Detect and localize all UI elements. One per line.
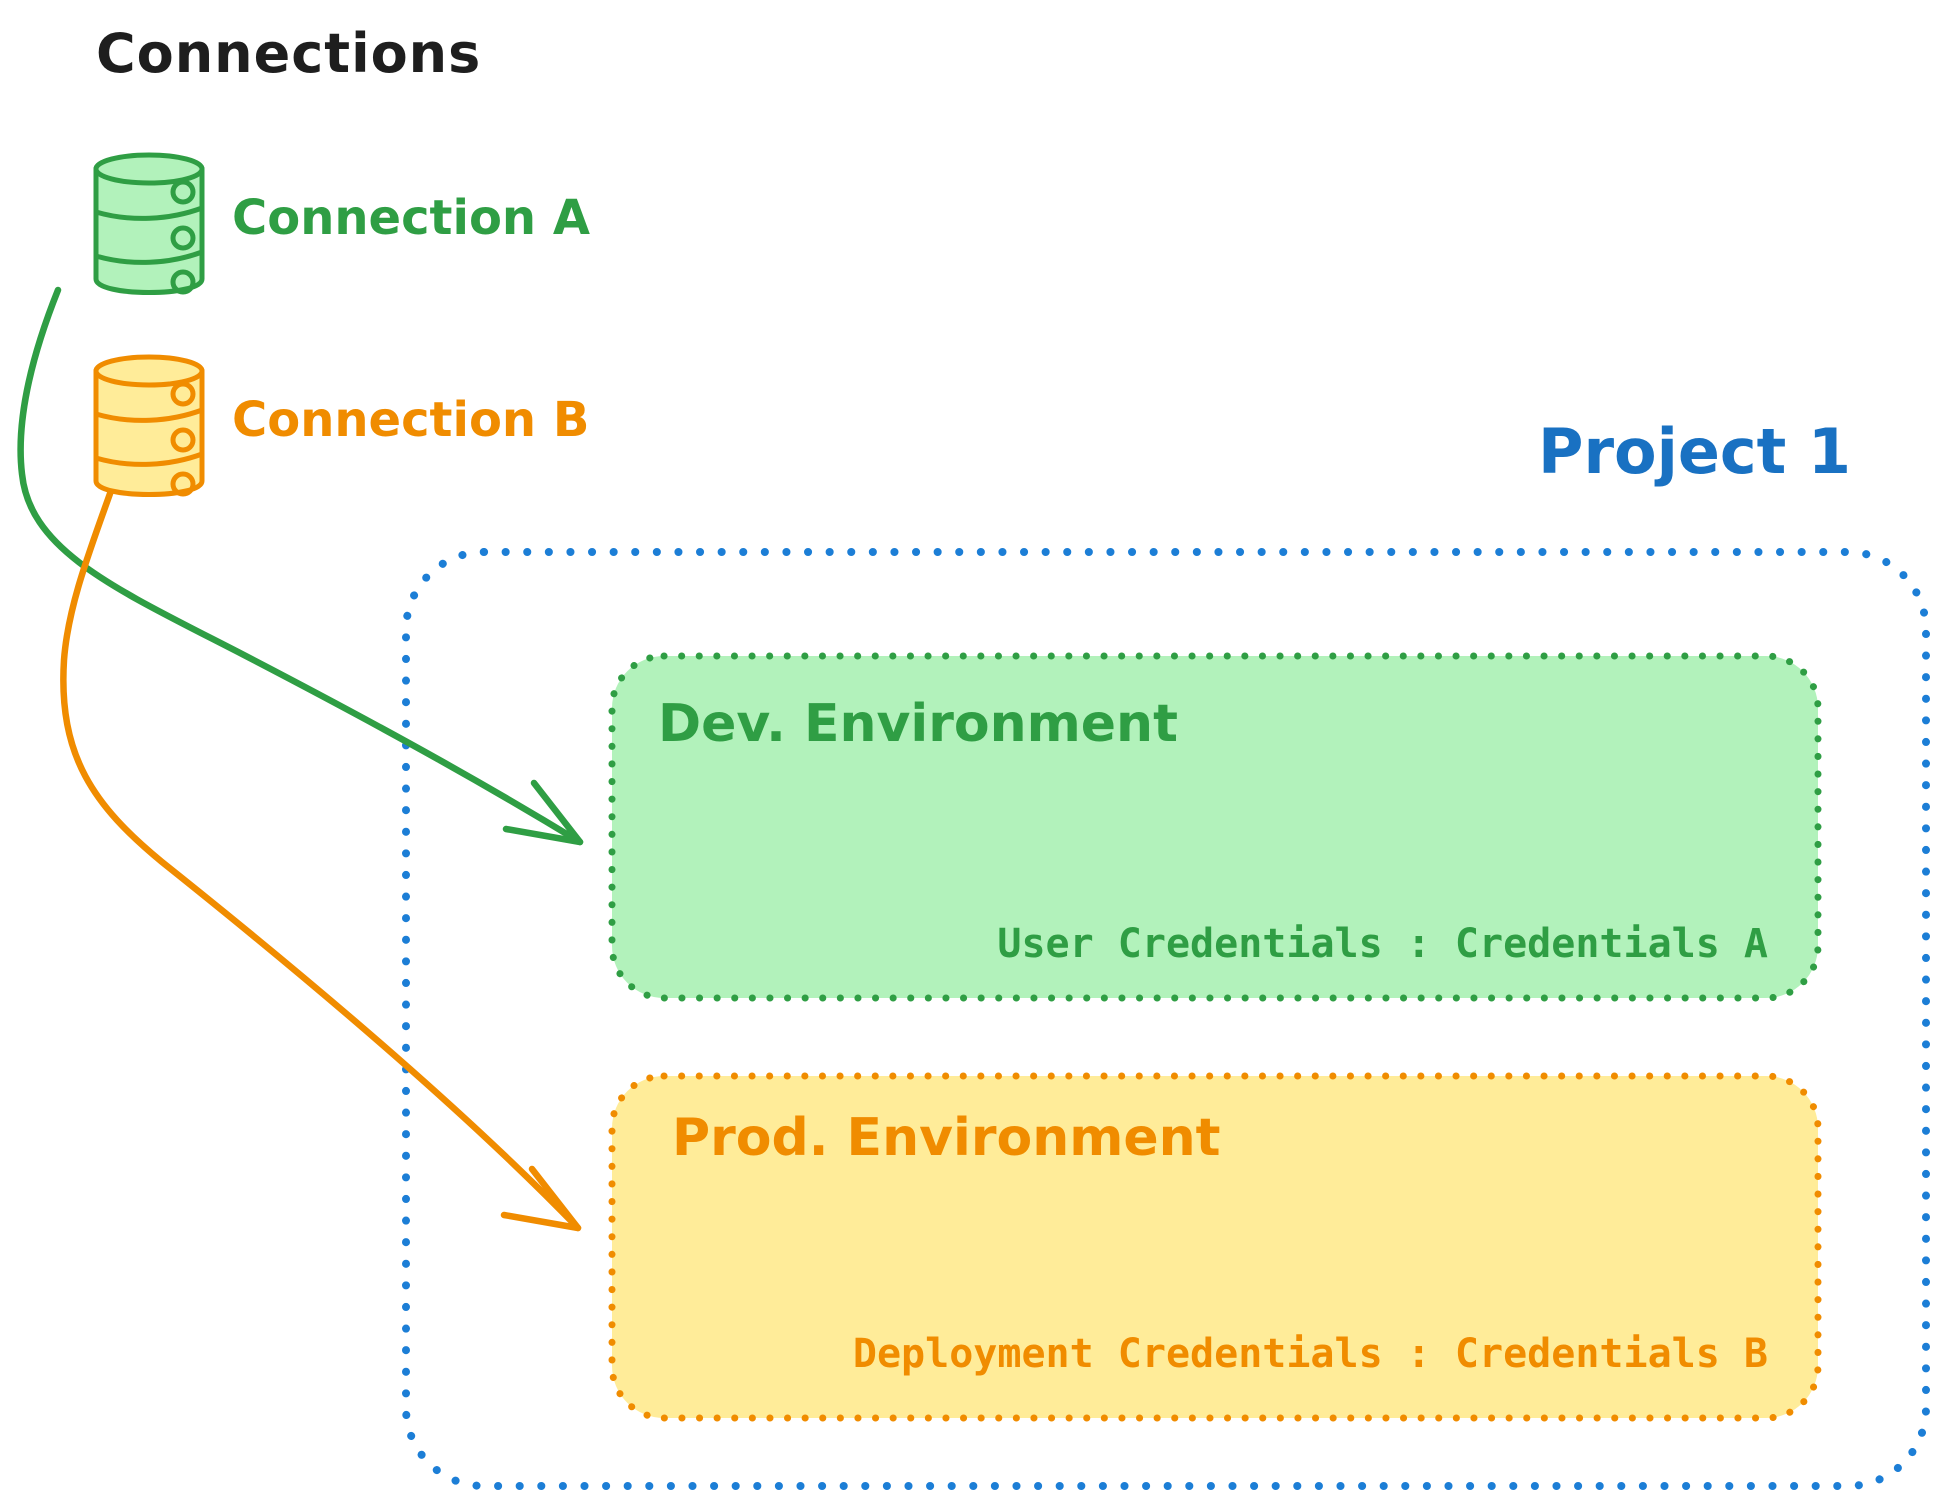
database-icon-connection-b: [96, 357, 202, 495]
dev-credentials-text: User Credentials : Credentials A: [997, 921, 1768, 967]
dev-environment-box: [608, 652, 1822, 1002]
database-icon-connection-a: [96, 155, 202, 293]
connection-b-label: Connection B: [232, 392, 590, 448]
dev-environment-title: Dev. Environment: [658, 694, 1178, 754]
project-title: Project 1: [1538, 415, 1852, 488]
prod-environment-title: Prod. Environment: [672, 1108, 1221, 1168]
arrow-connection-a-to-dev: [17, 286, 584, 846]
prod-environment-box: [608, 1072, 1822, 1422]
project-container-box: [402, 548, 1930, 1490]
connection-a-label: Connection A: [232, 190, 590, 246]
prod-credentials-text: Deployment Credentials : Credentials B: [852, 1331, 1768, 1377]
connections-title: Connections: [96, 22, 482, 85]
arrow-connection-b-to-prod: [60, 484, 582, 1232]
